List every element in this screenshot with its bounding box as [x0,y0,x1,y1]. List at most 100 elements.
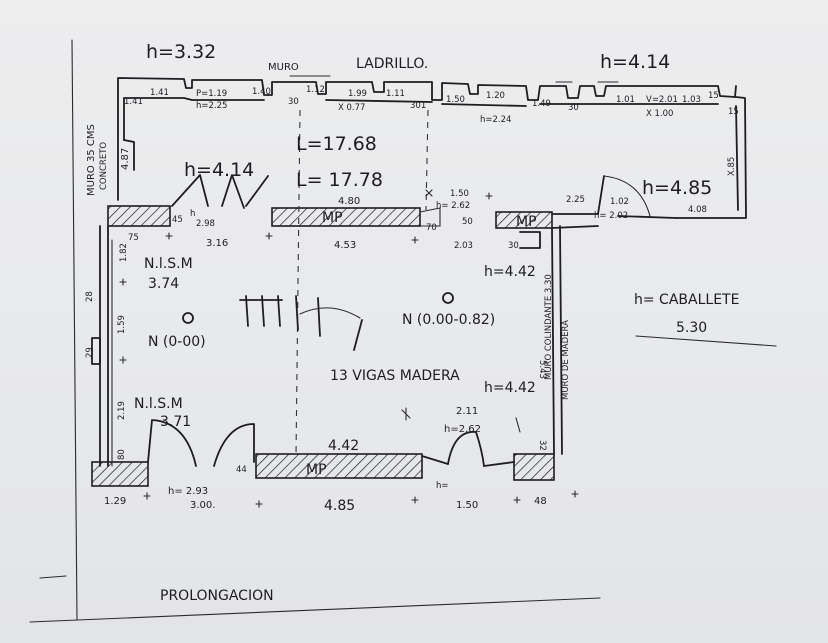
label-muro-coll: MURO COLINDANTE 3.30 [544,274,554,380]
label-h442: h=4.42 [484,264,536,280]
label-d371: 3.71 [160,414,191,430]
label-x077: X 0.77 [338,103,365,113]
label-d45: 45 [172,215,183,225]
partition-hatch-mp1 [271,207,421,227]
label-d480: 4.80 [338,196,360,207]
label-mp3: MP [306,462,327,478]
top-wall [117,77,737,101]
right-wall-inner [735,105,739,211]
label-mp1: MP [322,210,343,226]
label-d211: 2.11 [456,406,478,417]
label-d442: 4.42 [328,438,359,454]
partition-hatch-left [107,205,171,227]
label-h-caballete: h= CABALLETE [634,292,739,308]
label-muro: MURO [268,62,299,73]
door-arc-right [603,175,651,217]
label-d30b: 30 [568,103,579,113]
label-h224: h=2.24 [480,115,511,125]
prolongacion-arrow [39,575,67,579]
partition-line-right [551,213,599,229]
label-h262: h= 2.62 [436,201,470,211]
lower-left-wall [99,225,109,467]
label-d374: 3.74 [148,276,179,292]
right-lower-wall [551,225,563,455]
label-d301: 301 [410,101,426,111]
label-h293: h= 2.93 [168,486,208,497]
label-d15b: 15 [728,107,739,117]
label-d120: 1.20 [486,91,505,101]
label-l1768: L=17.68 [296,133,377,155]
label-d102: 1.02 [610,197,629,207]
label-x300: 3.00. [190,500,215,511]
label-d129: 1.29 [104,496,126,507]
label-d28: 28 [85,291,95,302]
label-d75: 75 [128,233,139,243]
door-swing-left [171,174,269,209]
label-l1778: L= 17.78 [296,169,383,191]
label-d30a: 30 [288,97,299,107]
label-h-eq: h= [436,481,449,491]
label-d141b: 1.41 [124,97,143,107]
bottom-hatch-right [513,453,555,481]
label-d543: 5.43 [537,360,547,379]
prolongacion-line [29,597,601,623]
label-vigas: 13 VIGAS MADERA [330,368,460,384]
label-d203: 2.03 [454,241,473,251]
label-d15: 15 [708,91,719,101]
label-d29: 29 [85,347,95,358]
label-d48: 48 [534,496,547,507]
label-nls1: N.l.S.M [144,256,193,272]
dashed-axis-left [295,109,301,457]
label-d150c: 1.50 [456,500,478,511]
level-marker-left [182,312,194,324]
partition-door-right [597,175,677,219]
bottom-door-right [447,431,485,467]
top-wall-inner [123,97,719,107]
bottom-door-right2 [421,455,515,467]
label-v201: V=2.01 [646,95,678,105]
label-concreto: CONCRETO [99,142,109,190]
label-x100: X 1.00 [646,109,673,119]
dim-cross [401,407,521,433]
label-d159: 1.59 [117,315,127,334]
bottom-hatch-mp3 [255,453,423,479]
label-d453: 4.53 [334,240,356,251]
label-x085: X.85 [727,157,737,176]
label-h262b: h=2.62 [444,424,481,435]
plus-marks [119,189,579,508]
label-d32: 32 [537,440,547,451]
label-muro35: MURO 35 CMS [86,124,97,196]
lower-left-jog [91,337,101,365]
label-d70: 70 [426,223,437,233]
label-n082: N (0.00-0.82) [402,312,495,328]
partition-hatch-mp2 [495,211,553,229]
label-p119: P=1.19 [196,89,227,99]
dim-line-top [289,75,619,83]
label-mp2: MP [516,214,537,230]
label-h298: h [190,209,195,219]
partition-break [419,207,441,227]
label-h298b: 2.98 [196,219,215,229]
label-d182: 1.82 [119,243,129,262]
label-prolongacion: PROLONGACION [160,588,274,604]
bottom-door-left [147,419,255,467]
label-d408: 4.08 [688,205,707,215]
label-nls2: N.l.S.M [134,396,183,412]
caballete-underline [635,335,777,347]
label-d112: 1.12 [306,85,325,95]
label-d50: 50 [462,217,473,227]
margin-line [71,39,78,621]
label-d80: 80 [117,449,127,460]
right-wall [675,96,747,219]
label-d141: 1.41 [150,88,169,98]
label-d219: 2.19 [117,401,127,420]
label-h442b: h=4.42 [484,380,536,396]
label-h414: h=4.14 [184,159,254,181]
bottom-hatch-left [91,461,149,487]
label-d140: 1.40 [252,87,271,97]
label-d150a: 1.50 [446,95,465,105]
label-d530: 5.30 [676,320,707,336]
label-d101: 1.01 [616,95,635,105]
